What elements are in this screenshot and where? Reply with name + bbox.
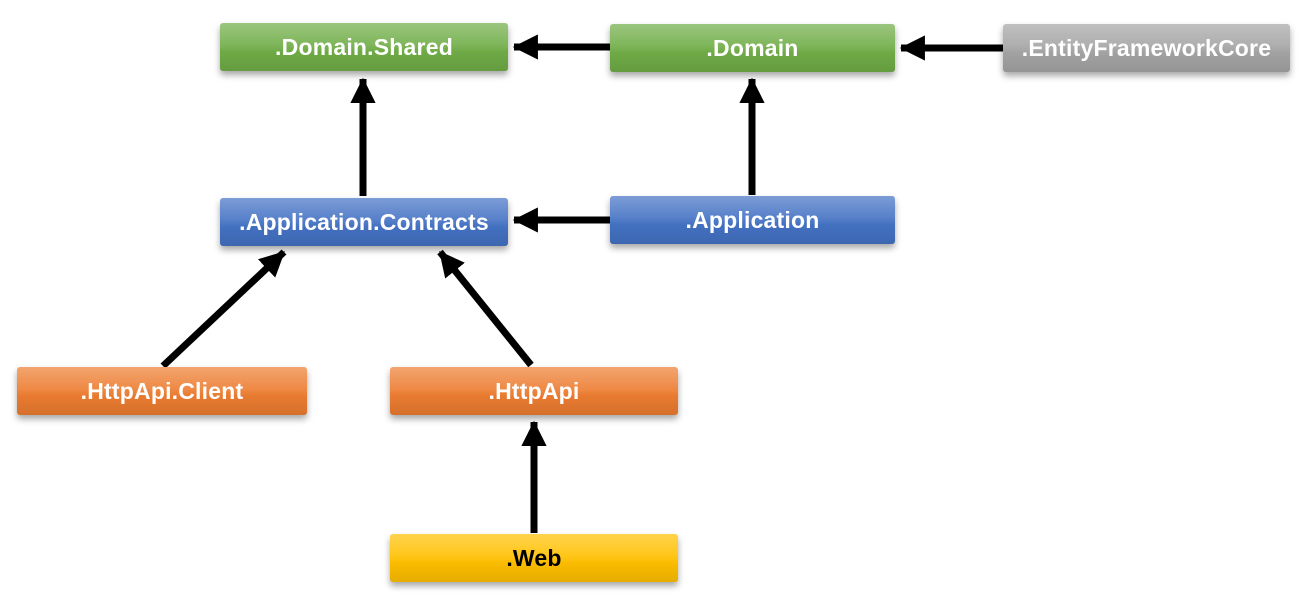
node-entity-framework-core: .EntityFrameworkCore [1003, 24, 1290, 72]
node-label-httpapi-client: .HttpApi.Client [80, 377, 244, 404]
node-label-httpapi: .HttpApi [488, 377, 580, 404]
node-application: .Application [610, 196, 895, 244]
node-label-application-contracts: .Application.Contracts [239, 208, 489, 235]
node-httpapi-client: .HttpApi.Client [17, 367, 307, 415]
node-httpapi: .HttpApi [390, 367, 678, 415]
node-label-entity-framework-core: .EntityFrameworkCore [1021, 34, 1272, 61]
node-domain-shared: .Domain.Shared [220, 23, 508, 71]
arrow-httpapi-client-to-application-contracts [160, 249, 287, 369]
arrow-httpapi-to-application-contracts [437, 249, 534, 368]
node-domain: .Domain [610, 24, 895, 72]
node-label-application: .Application [685, 206, 820, 233]
node-label-domain-shared: .Domain.Shared [275, 33, 453, 60]
node-web: .Web [390, 534, 678, 582]
node-label-web: .Web [506, 544, 562, 571]
node-application-contracts: .Application.Contracts [220, 198, 508, 246]
node-label-domain: .Domain [706, 34, 799, 61]
